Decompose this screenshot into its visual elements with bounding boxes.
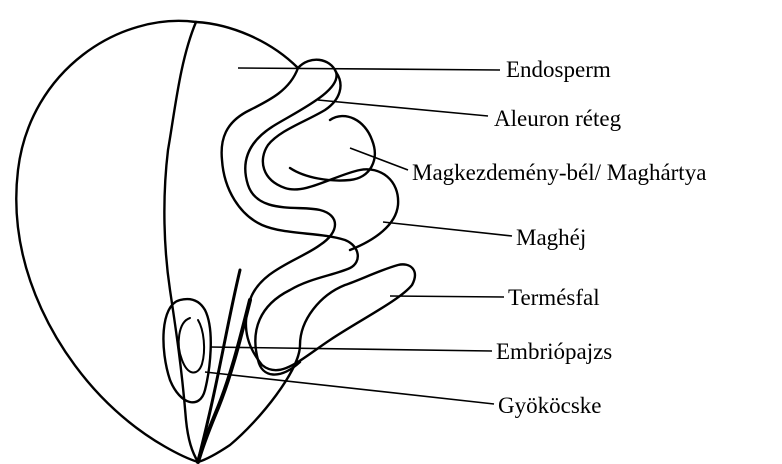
label-pericarp: Termésfal [508,285,600,310]
leader-endosperm [238,68,500,70]
label-endosperm: Endosperm [506,57,611,82]
label-seed-coat: Maghéj [516,225,586,250]
leader-radicle [205,372,494,404]
label-aleuron: Aleuron réteg [494,106,622,131]
leader-nucellus [350,148,408,170]
leader-pericarp [390,296,504,297]
label-radicle: Gyököcske [498,393,601,418]
leader-aleuron [318,100,488,116]
label-nucellus: Magkezdemény-bél/ Maghártya [412,160,706,185]
fold-layer-nucellus [263,72,398,250]
seed-outline [16,21,198,462]
embryo-inner [179,318,204,373]
leader-seed-coat [383,222,512,236]
label-scutellum: Embriópajzs [496,339,612,364]
endosperm-right-arc [196,22,298,68]
